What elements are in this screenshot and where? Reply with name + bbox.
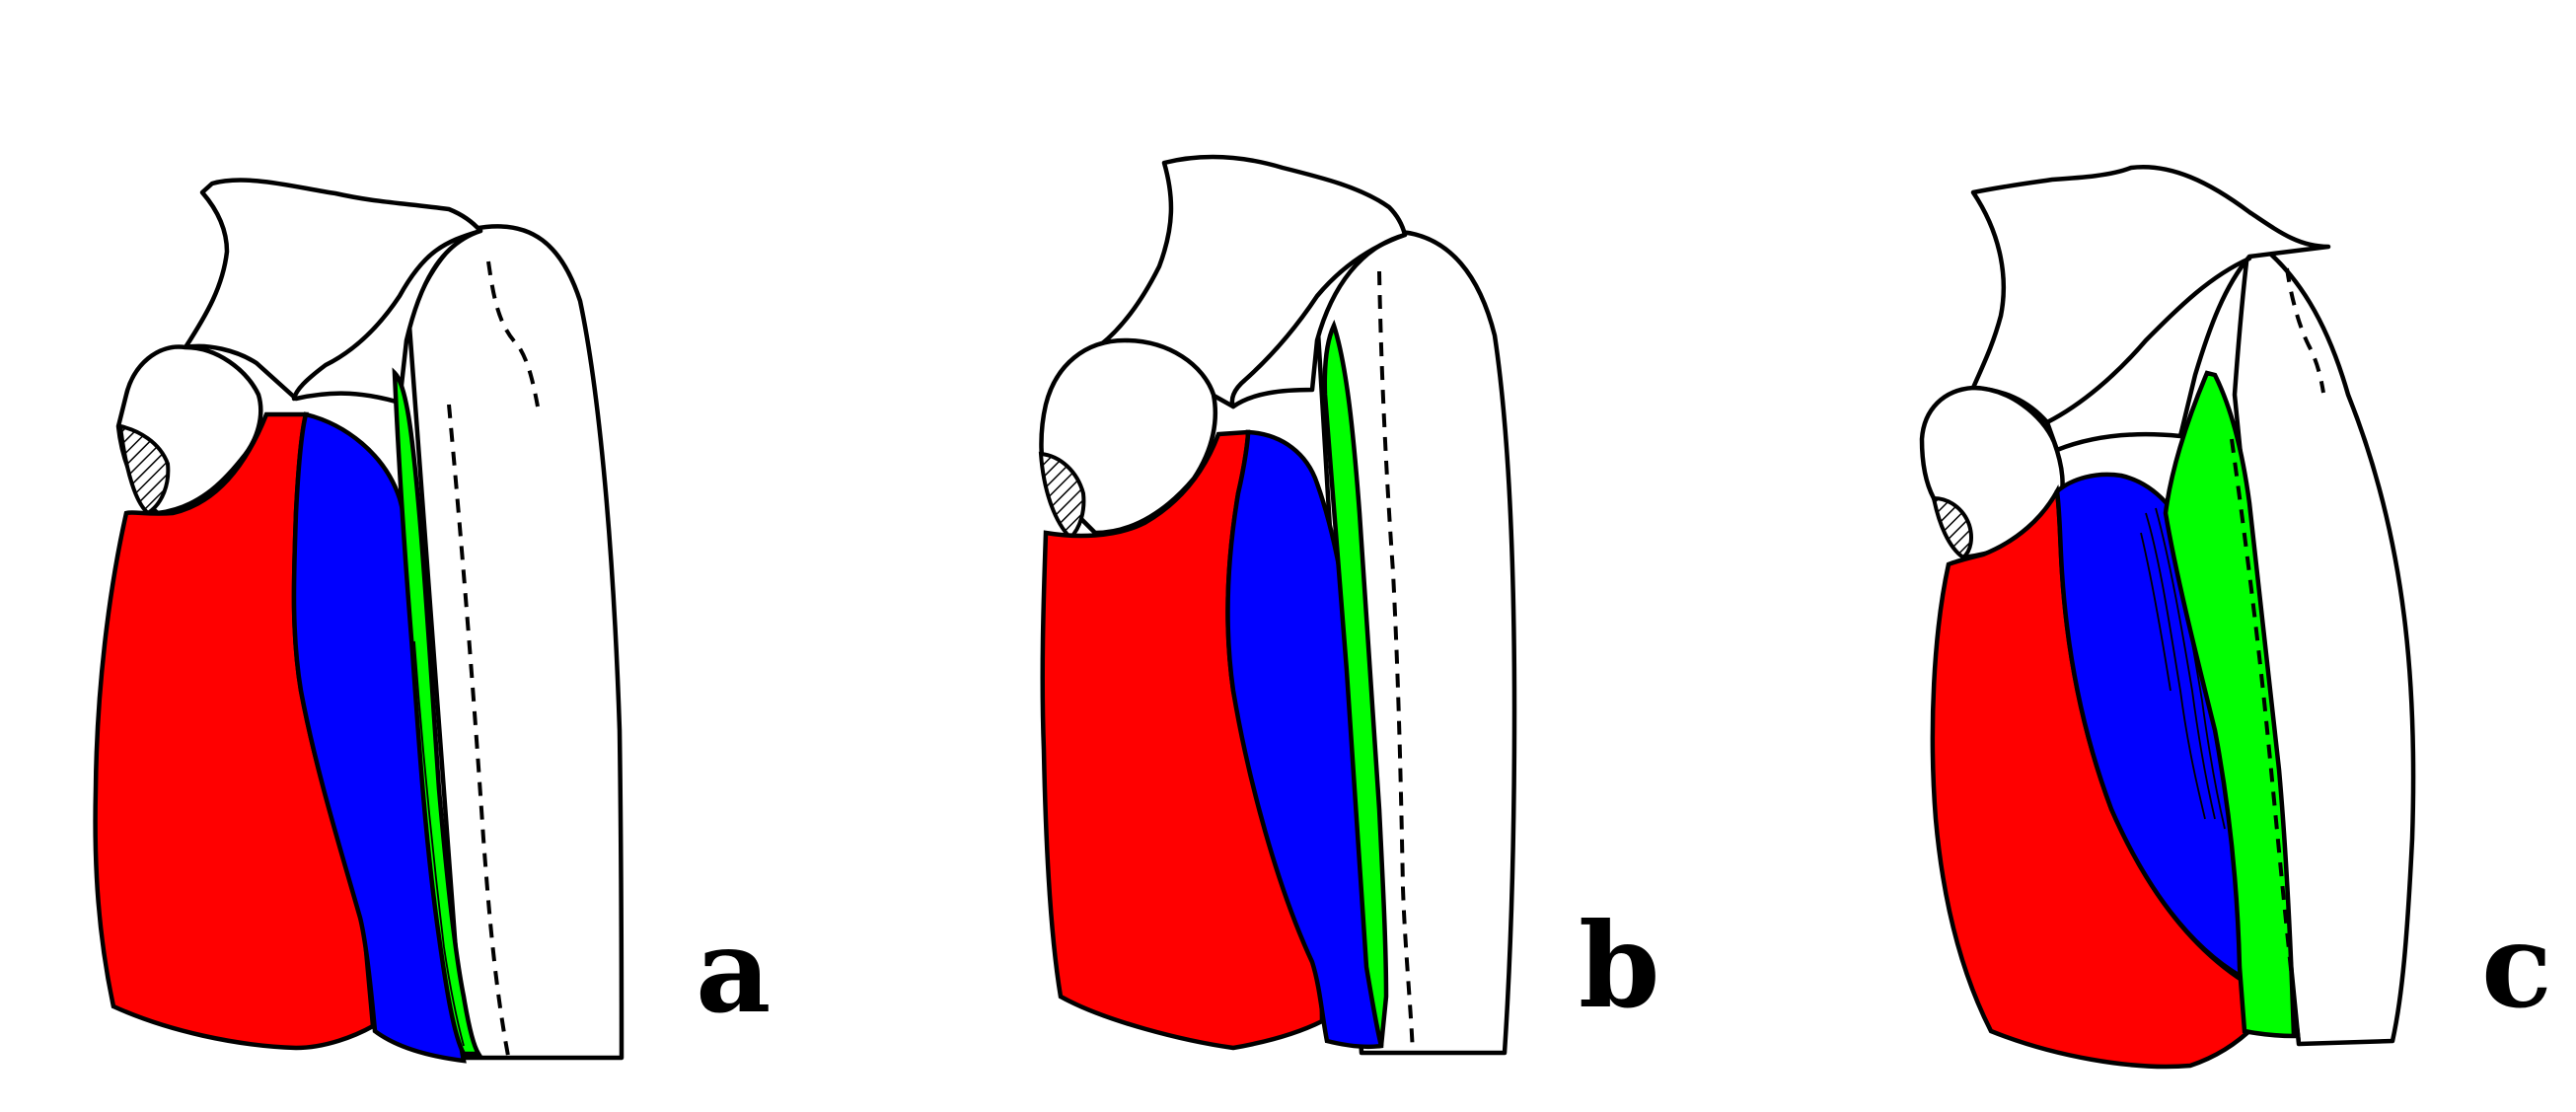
panel-c-green-region xyxy=(2163,370,2297,1039)
panel-b: b xyxy=(1038,154,1660,1056)
panel-a-label: a xyxy=(696,902,771,1039)
panel-a-green-inner-stroke xyxy=(413,640,465,1047)
panel-c-top-cap xyxy=(1970,165,2331,453)
panel-a-hatched-spot xyxy=(117,423,171,516)
panel-a-inner-line xyxy=(291,228,483,402)
panel-c-inner-line xyxy=(2044,256,2252,425)
panel-c-hatched-spot xyxy=(1931,495,1973,560)
panel-a: a xyxy=(93,178,771,1064)
panel-a-top-cap xyxy=(183,178,483,406)
panel-c-dashed-line-upper xyxy=(2285,267,2325,394)
panel-b-top-cap xyxy=(1097,154,1408,409)
panel-a-dashed-line-lower xyxy=(447,404,510,1057)
panel-a-dashed-line-upper xyxy=(486,260,540,408)
panel-c-label: c xyxy=(2481,897,2552,1034)
panel-c-dashed-line-lower xyxy=(2230,438,2301,1042)
panel-c: c xyxy=(1919,165,2552,1070)
panel-b-hatched-spot xyxy=(1038,451,1086,541)
panel-b-lobe xyxy=(1039,337,1218,536)
panel-b-inner-line xyxy=(1229,232,1408,409)
panel-b-label: b xyxy=(1579,897,1660,1034)
panel-b-green-region xyxy=(1322,319,1389,1047)
panel-c-blue-inner-lines xyxy=(2140,507,2226,830)
panel-a-green-region xyxy=(392,367,483,1057)
